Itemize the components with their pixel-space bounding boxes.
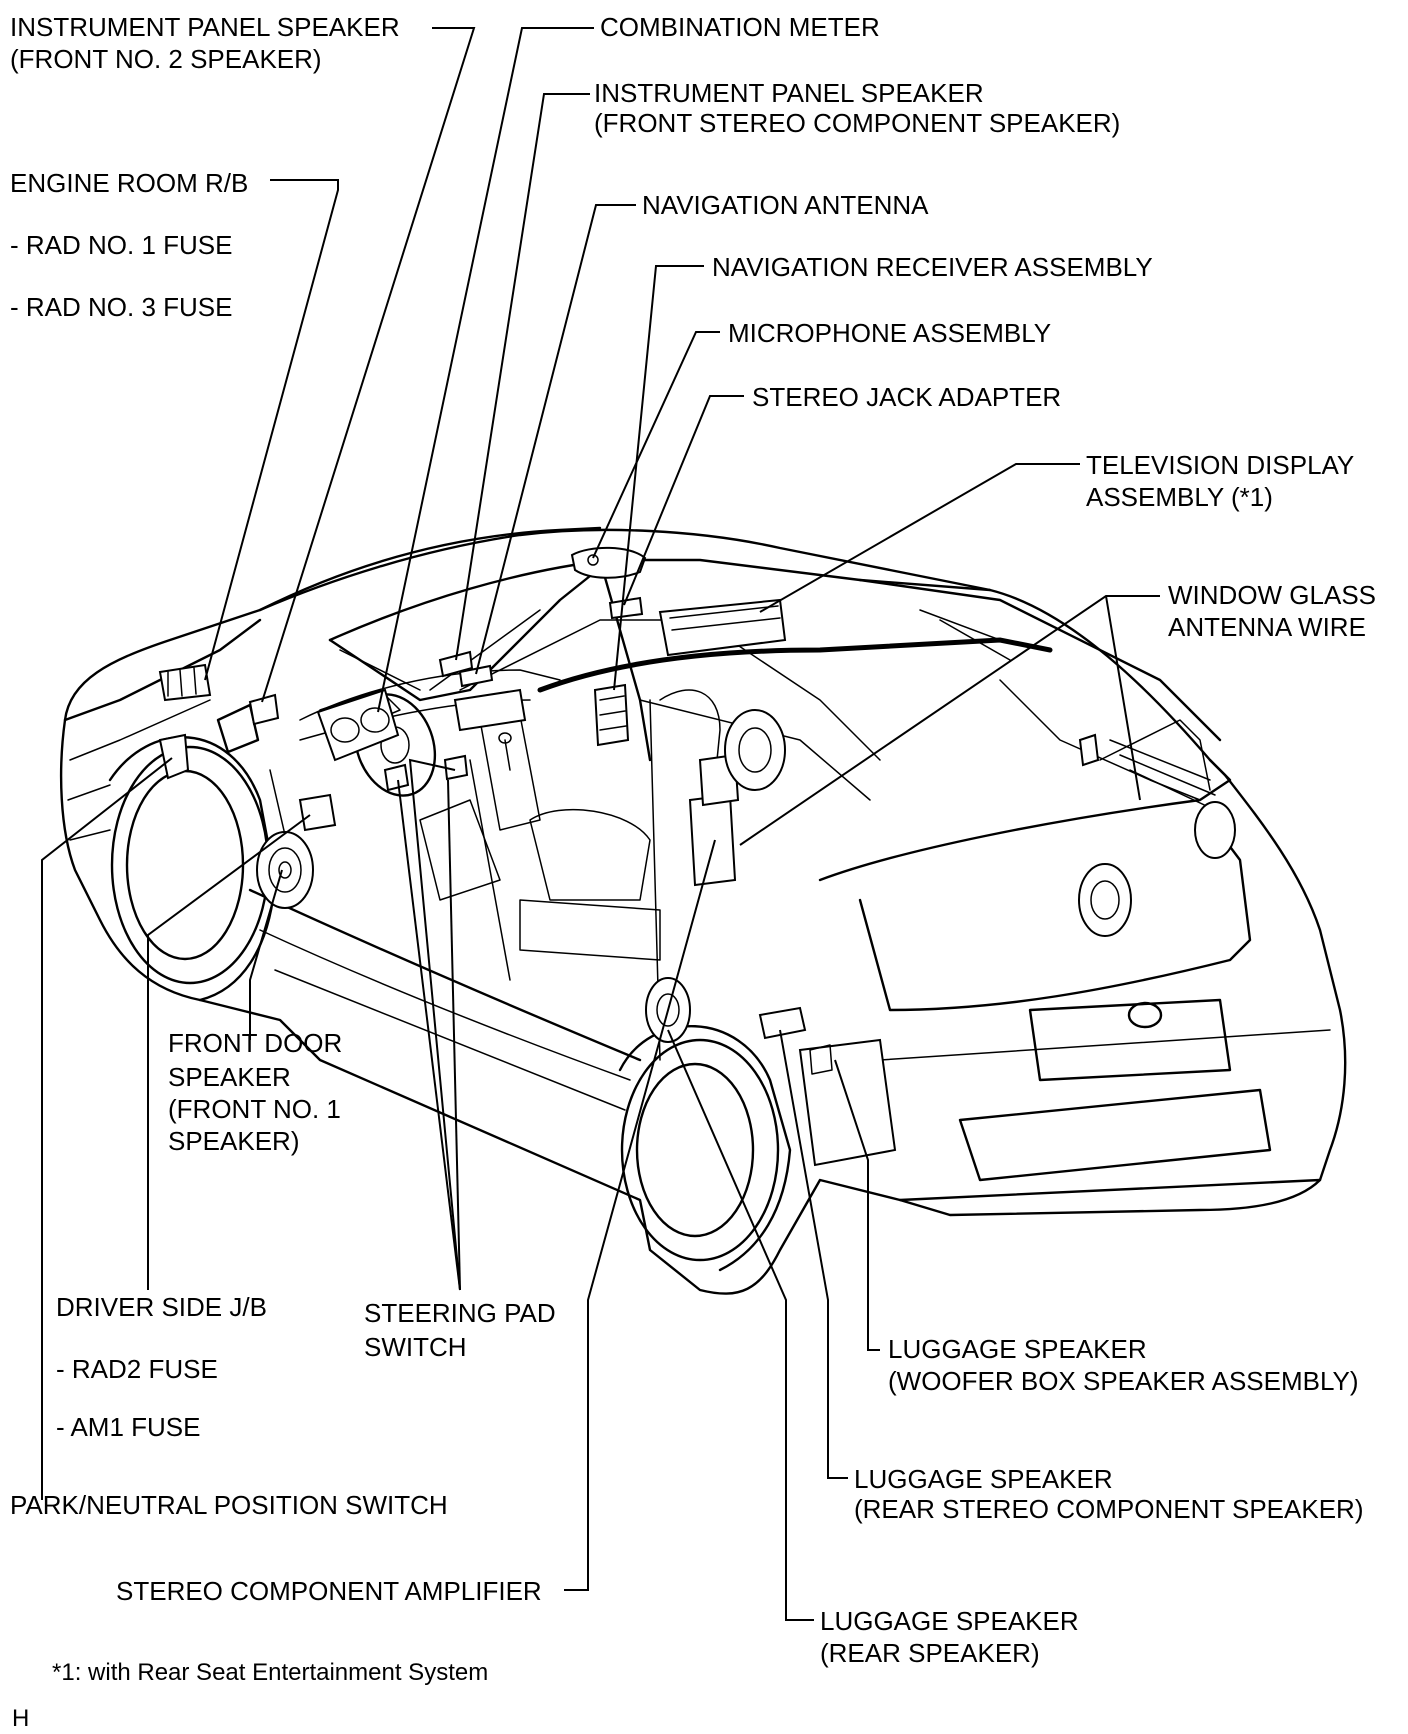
steering-pad-switch-right (443, 754, 469, 781)
label-window-glass-antenna-wire: WINDOW GLASS ANTENNA WIRE (1168, 580, 1383, 642)
hatch-speaker-right (1194, 801, 1236, 859)
label-luggage-speaker-woofer: LUGGAGE SPEAKER (WOOFER BOX SPEAKER ASSE… (888, 1334, 1359, 1396)
luggage-rear-stereo-speaker (758, 1006, 807, 1040)
footnote: *1: with Rear Seat Entertainment System (52, 1659, 488, 1686)
instrument-panel-speaker-part (248, 693, 280, 726)
corner-mark: H (12, 1705, 29, 1732)
label-park-neutral-position-switch: PARK/NEUTRAL POSITION SWITCH (10, 1490, 448, 1520)
label-front-door-speaker: FRONT DOOR SPEAKER (FRONT NO. 1 SPEAKER) (168, 1028, 350, 1156)
microphone-overhead-console (570, 546, 647, 579)
stereo-jack-adapter-part (608, 596, 644, 620)
label-microphone-assembly: MICROPHONE ASSEMBLY (728, 318, 1051, 348)
stereo-component-amplifier-part (688, 793, 737, 887)
label-navigation-receiver-assembly: NAVIGATION RECEIVER ASSEMBLY (712, 252, 1153, 282)
park-neutral-position-switch-part (158, 733, 190, 780)
front-door-speaker (256, 831, 314, 909)
hatch-speaker-left (1078, 863, 1132, 937)
labels: INSTRUMENT PANEL SPEAKER (FRONT NO. 2 SP… (10, 12, 1383, 1732)
window-glass-antenna-part (1078, 733, 1100, 767)
driver-side-junction-block (298, 793, 337, 832)
label-stereo-component-amplifier: STEREO COMPONENT AMPLIFIER (116, 1576, 542, 1606)
rear-pillar-speaker (724, 709, 786, 791)
leader-lines (41, 27, 1160, 1621)
television-display-part (658, 598, 787, 657)
woofer-box-speaker-assembly (798, 1038, 897, 1167)
steering-pad-switch-left (383, 763, 410, 792)
label-luggage-speaker-rear-stereo: LUGGAGE SPEAKER (REAR STEREO COMPONENT S… (854, 1464, 1364, 1524)
engine-room-relay-block (158, 663, 212, 702)
front-stereo-component-speaker (438, 650, 474, 678)
label-engine-room-rb: ENGINE ROOM R/B - RAD NO. 1 FUSE - RAD N… (10, 168, 256, 322)
label-navigation-antenna: NAVIGATION ANTENNA (642, 190, 929, 220)
components (158, 546, 1236, 1167)
navigation-antenna-part (458, 664, 494, 688)
label-instrument-panel-speaker-front-stereo: INSTRUMENT PANEL SPEAKER (FRONT STEREO C… (594, 78, 1120, 138)
label-instrument-panel-speaker-no2: INSTRUMENT PANEL SPEAKER (FRONT NO. 2 SP… (10, 12, 407, 74)
label-driver-side-jb: DRIVER SIDE J/B - RAD2 FUSE - AM1 FUSE (56, 1292, 274, 1442)
label-television-display-assembly: TELEVISION DISPLAY ASSEMBLY (*1) (1086, 450, 1361, 512)
label-steering-pad-switch: STEERING PAD SWITCH (364, 1298, 563, 1362)
label-combination-meter: COMBINATION METER (600, 12, 880, 42)
navigation-display (453, 688, 527, 732)
label-stereo-jack-adapter: STEREO JACK ADAPTER (752, 382, 1061, 412)
label-luggage-speaker-rear: LUGGAGE SPEAKER (REAR SPEAKER) (820, 1606, 1086, 1668)
